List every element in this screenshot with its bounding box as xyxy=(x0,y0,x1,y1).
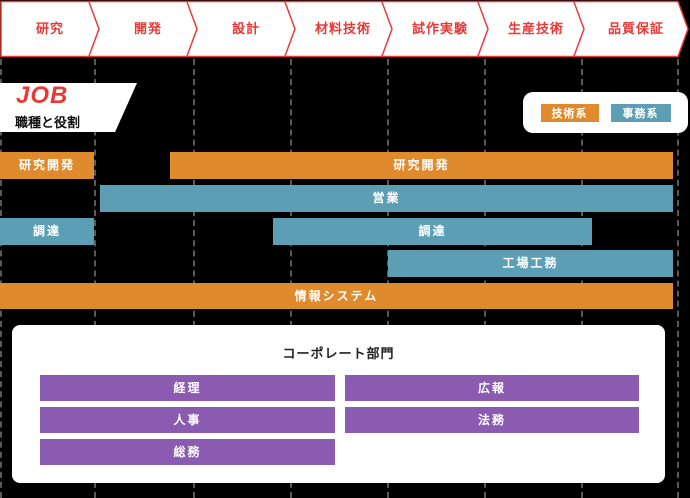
bar-procurement: 調達 xyxy=(273,218,592,245)
dept-general-affairs: 総務 xyxy=(40,439,335,465)
step-materials-tech: 材料技術 xyxy=(314,21,372,36)
legend: 技術系 事務系 xyxy=(523,92,688,133)
grid-dashed-line xyxy=(387,59,389,498)
grid-dashed-line xyxy=(94,59,96,498)
step-design: 設計 xyxy=(231,21,261,36)
dept-accounting: 経理 xyxy=(40,375,335,401)
bar-procurement-left: 調達 xyxy=(0,218,94,245)
page-subtitle: 職種と役割 xyxy=(15,115,81,130)
legend-clerical-badge: 事務系 xyxy=(610,103,671,122)
legend-technical-badge: 技術系 xyxy=(540,103,599,122)
step-production-tech: 生産技術 xyxy=(507,21,565,36)
bar-research-development: 研究開発 xyxy=(170,152,673,179)
step-research: 研究 xyxy=(35,21,65,36)
grid-dashed-line xyxy=(677,59,679,498)
bar-sales: 営業 xyxy=(100,185,673,212)
step-quality-assurance: 品質保証 xyxy=(607,21,665,36)
process-flow-arrow xyxy=(0,0,689,58)
grid-dashed-line xyxy=(193,59,195,498)
dept-public-relations: 広報 xyxy=(345,375,639,401)
corporate-panel: コーポレート部門 経理 広報 人事 法務 総務 xyxy=(12,325,665,483)
dept-human-resources: 人事 xyxy=(40,407,335,433)
page-title: JOB xyxy=(16,82,69,109)
grid-dashed-line xyxy=(484,59,486,498)
grid-dashed-line xyxy=(290,59,292,498)
job-heading-shape: JOB 職種と役割 xyxy=(0,83,137,132)
step-prototype-testing: 試作実験 xyxy=(411,21,469,36)
step-development: 開発 xyxy=(133,21,163,36)
bar-research-development-left: 研究開発 xyxy=(0,152,94,179)
bar-plant-engineering: 工場工務 xyxy=(388,250,673,277)
bar-information-systems: 情報システム xyxy=(0,283,673,309)
grid-dashed-line xyxy=(0,59,2,498)
grid-dashed-line xyxy=(581,59,583,498)
dept-legal: 法務 xyxy=(345,407,639,433)
corporate-title: コーポレート部門 xyxy=(282,346,395,361)
